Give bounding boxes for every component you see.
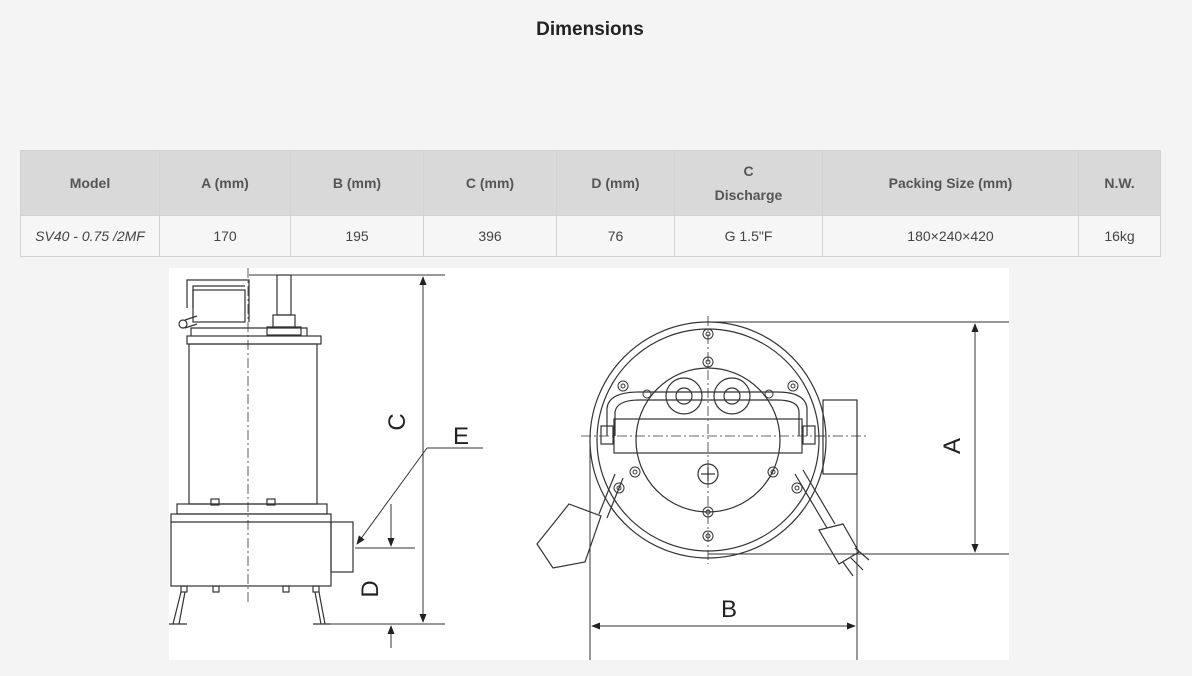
cell-d: 76: [556, 215, 675, 257]
top-dimensions: [589, 321, 1009, 660]
cell-net-weight: 16kg: [1078, 215, 1161, 257]
cell-model: SV40 - 0.75 /2MF: [20, 215, 160, 257]
cell-c: 396: [423, 215, 557, 257]
label-c: C: [384, 413, 411, 430]
label-d: D: [357, 580, 384, 597]
header-a: A (mm): [159, 150, 291, 216]
header-model: Model: [20, 150, 160, 216]
cell-b: 195: [290, 215, 424, 257]
label-b: B: [721, 596, 737, 623]
label-a: A: [939, 438, 966, 454]
header-d: D (mm): [556, 150, 675, 216]
dimension-drawing: C E D A B: [169, 268, 1009, 660]
side-dimensions: [249, 274, 483, 648]
pump-top-view: [536, 316, 870, 577]
header-packing-size: Packing Size (mm): [822, 150, 1079, 216]
cell-discharge: G 1.5"F: [674, 215, 823, 257]
label-e: E: [453, 423, 469, 450]
cell-a: 170: [159, 215, 291, 257]
header-b: B (mm): [290, 150, 424, 216]
page-title: Dimensions: [536, 19, 644, 40]
header-net-weight: N.W.: [1078, 150, 1161, 216]
pump-side-view: [169, 268, 354, 625]
header-c: C (mm): [423, 150, 557, 216]
cell-packing-size: 180×240×420: [822, 215, 1079, 257]
table-row: SV40 - 0.75 /2MF 170 195 396 76 G 1.5"F …: [20, 215, 1161, 257]
